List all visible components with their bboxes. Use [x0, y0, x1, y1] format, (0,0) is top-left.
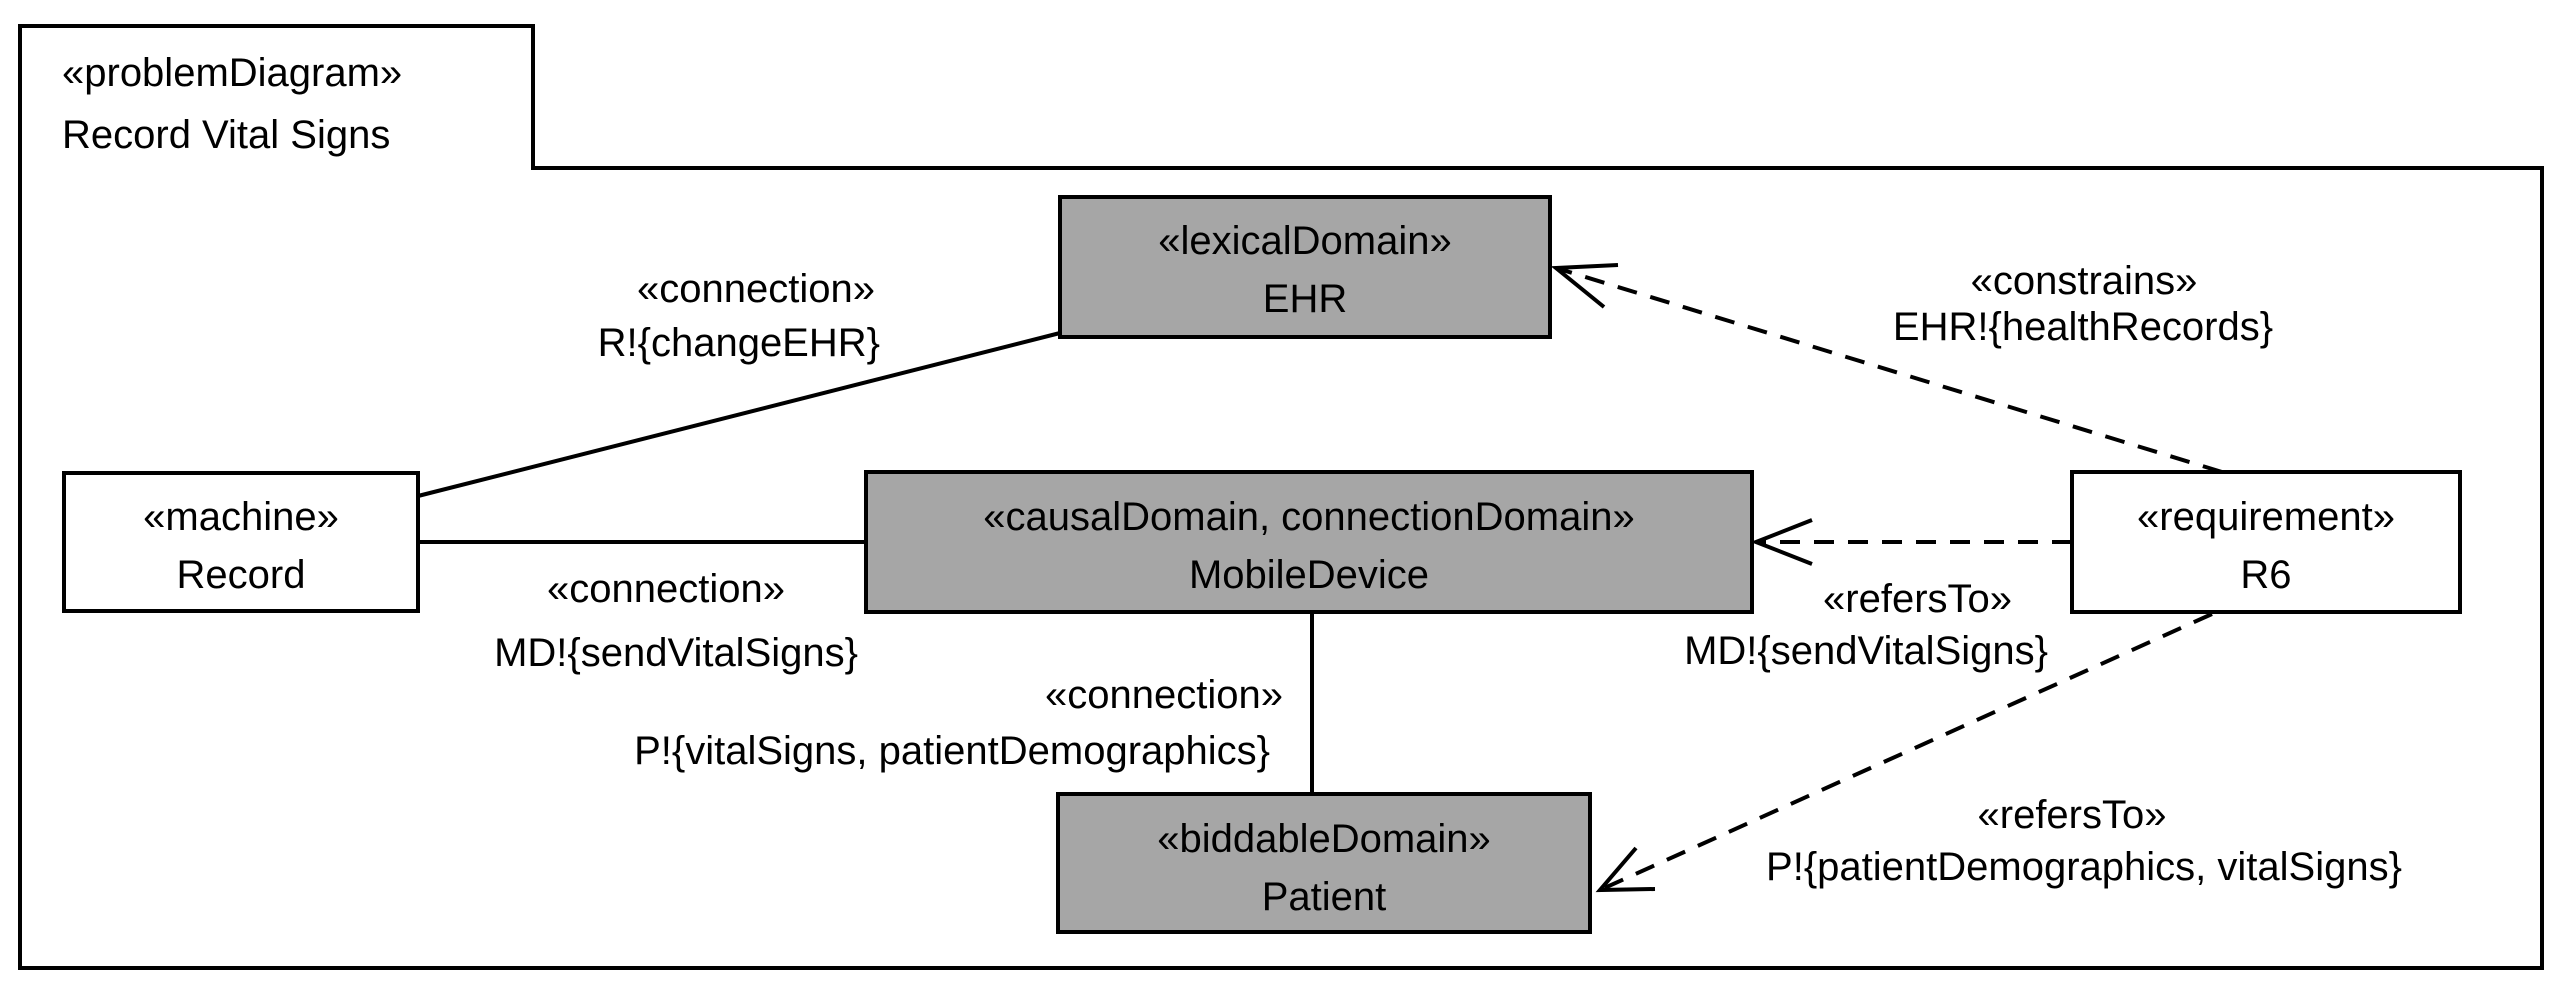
ehr-stereotype: «lexicalDomain»	[1158, 219, 1451, 263]
r6-ehr-stereotype: «constrains»	[1971, 259, 2198, 303]
arrowhead-patient	[1595, 846, 1656, 893]
arrowhead-mobiledevice	[1750, 518, 1813, 566]
md-patient-stereotype: «connection»	[1045, 673, 1283, 717]
patient-stereotype: «biddableDomain»	[1157, 817, 1491, 861]
arrowhead-ehr	[1550, 263, 1619, 309]
requirement-stereotype: «requirement»	[2137, 495, 2395, 539]
frame-title: Record Vital Signs	[62, 113, 390, 157]
mobiledevice-name: MobileDevice	[1189, 553, 1429, 597]
r6-md-label: MD!{sendVitalSigns}	[1684, 629, 2048, 673]
requirement-name: R6	[2240, 553, 2291, 597]
record-stereotype: «machine»	[143, 495, 339, 539]
r6-patient-label: P!{patientDemographics, vitalSigns}	[1766, 845, 2402, 889]
mobiledevice-stereotype: «causalDomain, connectionDomain»	[983, 495, 1634, 539]
record-name: Record	[177, 553, 306, 597]
node-mobiledevice[interactable]: «causalDomain, connectionDomain» MobileD…	[864, 470, 1754, 614]
md-patient-label: P!{vitalSigns, patientDemographics}	[634, 729, 1270, 773]
ehr-name: EHR	[1263, 277, 1347, 321]
dependency-lines	[1550, 263, 2223, 893]
record-ehr-label: R!{changeEHR}	[598, 321, 880, 365]
frame-tab	[18, 24, 535, 170]
node-patient[interactable]: «biddableDomain» Patient	[1056, 792, 1592, 934]
record-md-label: MD!{sendVitalSigns}	[494, 631, 858, 675]
node-requirement-r6[interactable]: «requirement» R6	[2070, 470, 2462, 614]
node-record[interactable]: «machine» Record	[62, 471, 420, 613]
edge-labels: «connection» R!{changeEHR} «connection» …	[494, 259, 2402, 889]
r6-patient-stereotype: «refersTo»	[1978, 793, 2167, 837]
connection-lines	[417, 331, 1314, 794]
r6-ehr-label: EHR!{healthRecords}	[1893, 305, 2273, 349]
node-ehr[interactable]: «lexicalDomain» EHR	[1058, 195, 1552, 339]
r6-md-stereotype: «refersTo»	[1823, 577, 2012, 621]
edge-r6-patient	[1599, 612, 2213, 892]
record-ehr-stereotype: «connection»	[637, 267, 875, 311]
patient-name: Patient	[1262, 875, 1387, 919]
frame-stereotype: «problemDiagram»	[62, 51, 402, 95]
edge-r6-ehr	[1555, 266, 2223, 474]
edge-record-ehr	[417, 331, 1061, 498]
record-md-stereotype: «connection»	[547, 567, 785, 611]
